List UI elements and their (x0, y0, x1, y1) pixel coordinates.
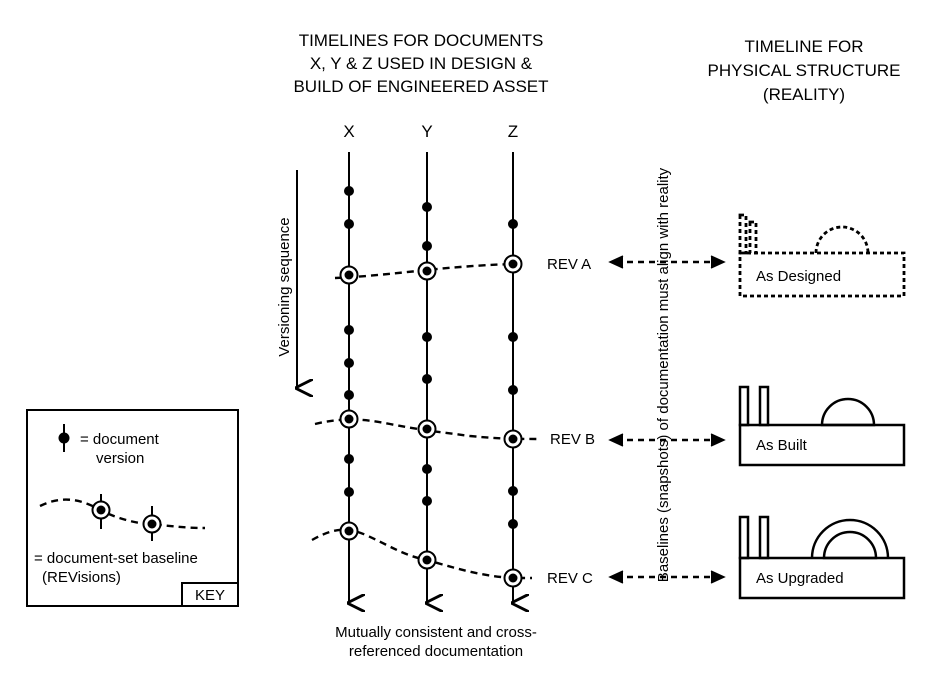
dome-inner (822, 530, 878, 560)
revision-labels: REV A REV B REV C (547, 256, 595, 587)
key-baseline-text-line1: = document-set baseline (34, 550, 198, 567)
version-dot (344, 454, 354, 464)
as-built-label: As Built (756, 437, 808, 454)
left-title-line1: TIMELINES FOR DOCUMENTS (299, 31, 544, 50)
version-dot (344, 325, 354, 335)
rev-c-label: REV C (547, 570, 593, 587)
key-baseline-text-line2: (REVisions) (42, 569, 121, 586)
chimney-left (738, 213, 748, 255)
column-label-x: X (343, 122, 354, 141)
alignment-arrow-rev-c (608, 570, 726, 584)
version-dot (344, 390, 354, 400)
rev-a-label: REV A (547, 256, 591, 273)
version-dot (344, 219, 354, 229)
version-dot (422, 464, 432, 474)
right-title: TIMELINE FOR PHYSICAL STRUCTURE (REALITY… (707, 37, 900, 104)
document-versions (344, 186, 518, 529)
version-dot (508, 519, 518, 529)
key-version-text-line2: version (96, 450, 144, 467)
right-title-line2: PHYSICAL STRUCTURE (707, 61, 900, 80)
baseline-marker (503, 254, 523, 274)
bottom-caption-line2: referenced documentation (349, 643, 523, 660)
baselines-label: Baselines (snapshots) of documentation m… (655, 167, 672, 582)
baseline-markers (339, 254, 523, 588)
structure-as-upgraded: As Upgraded (738, 515, 906, 600)
chimney-left (738, 515, 750, 560)
column-label-z: Z (508, 122, 518, 141)
baseline-marker (417, 261, 437, 281)
baseline-rev-c (311, 528, 532, 580)
left-title: TIMELINES FOR DOCUMENTS X, Y & Z USED IN… (293, 31, 548, 96)
structure-body (738, 251, 906, 298)
baseline-marker (503, 429, 523, 449)
right-title-line1: TIMELINE FOR (744, 37, 863, 56)
as-upgraded-label: As Upgraded (756, 570, 844, 587)
baseline-marker (417, 419, 437, 439)
left-title-line2: X, Y & Z USED IN DESIGN & (310, 54, 533, 73)
alignment-arrows (608, 255, 726, 584)
versioning-sequence-label: Versioning sequence (276, 217, 293, 356)
chimney-right (748, 220, 758, 255)
version-dot (508, 486, 518, 496)
column-labels: X Y Z (343, 122, 518, 141)
version-dot (422, 374, 432, 384)
bottom-caption-line1: Mutually consistent and cross- (335, 624, 537, 641)
version-dot (508, 219, 518, 229)
version-dot (344, 487, 354, 497)
dome-outer (810, 518, 890, 559)
baseline-marker (503, 568, 523, 588)
structure-as-designed: As Designed (738, 213, 906, 298)
bottom-caption: Mutually consistent and cross- reference… (335, 624, 537, 660)
right-title-line3: (REALITY) (763, 85, 845, 104)
chimney-right (758, 385, 770, 427)
version-dot (422, 202, 432, 212)
baseline-marker (417, 550, 437, 570)
as-designed-label: As Designed (756, 268, 841, 285)
version-dot (508, 385, 518, 395)
rev-b-label: REV B (550, 431, 595, 448)
version-dot (344, 358, 354, 368)
structure-body (738, 556, 906, 600)
key-version-text-line1: = document (80, 431, 160, 448)
key-badge-label: KEY (195, 587, 225, 604)
key-version-symbol (58, 424, 70, 452)
dome (820, 397, 876, 427)
baseline-marker (339, 265, 359, 285)
chimney-left (738, 385, 750, 427)
alignment-arrow-rev-b (608, 433, 726, 447)
structure-as-built: As Built (738, 385, 906, 467)
key-badge (181, 582, 239, 607)
dome (814, 225, 870, 254)
column-label-y: Y (421, 122, 432, 141)
left-title-line3: BUILD OF ENGINEERED ASSET (293, 77, 548, 96)
alignment-arrow-rev-a (608, 255, 726, 269)
baseline-marker (339, 521, 359, 541)
version-dot (422, 241, 432, 251)
key-baseline-symbol (39, 494, 206, 541)
version-dot (508, 332, 518, 342)
version-dot (422, 496, 432, 506)
key-legend: = document version = document-set baseli… (26, 409, 239, 607)
version-dot (344, 186, 354, 196)
baseline-marker (339, 409, 359, 429)
chimney-right (758, 515, 770, 560)
version-dot (422, 332, 432, 342)
